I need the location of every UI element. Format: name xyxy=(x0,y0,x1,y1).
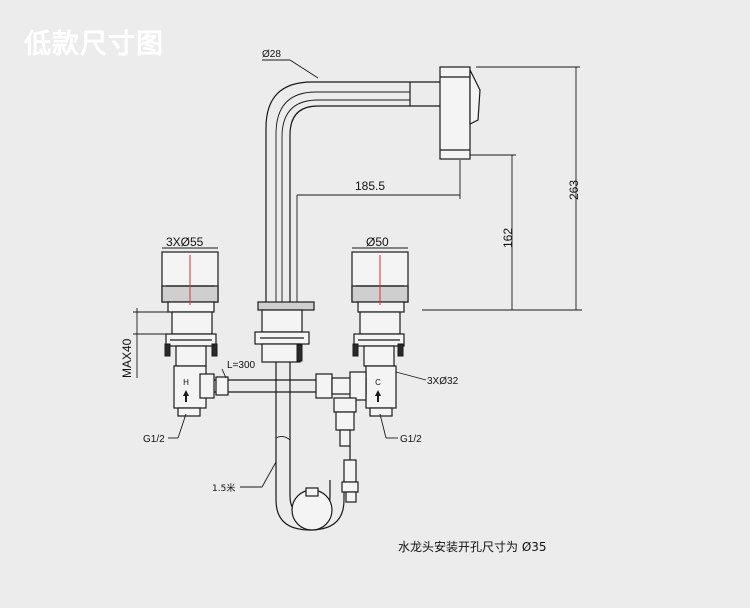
cold-mark: C xyxy=(375,378,381,387)
page-title: 低款尺寸图 xyxy=(24,29,164,60)
spout-height-label: 162 xyxy=(501,228,515,248)
hose-length-label: L=300 xyxy=(227,360,256,371)
spout xyxy=(254,66,481,363)
handle-diameter-left-label: 3XØ55 xyxy=(166,235,204,249)
thread-left-label: G1/2 xyxy=(143,434,165,445)
thread-right-label: G1/2 xyxy=(400,434,422,445)
hot-arrow-icon xyxy=(183,390,189,402)
handle-diameter-right-label: Ø50 xyxy=(366,235,389,249)
hot-cold-markers: H C xyxy=(183,378,381,402)
hot-mark: H xyxy=(183,378,189,387)
spout-diameter-label: Ø28 xyxy=(262,49,281,60)
handle-right xyxy=(351,251,409,417)
spout-reach-label: 185.5 xyxy=(355,179,385,193)
shank-diameter-label: 3XØ32 xyxy=(427,376,459,387)
max-deck-label: MAX40 xyxy=(120,338,134,378)
dimension-lines xyxy=(133,59,582,488)
handle-left xyxy=(161,251,219,417)
total-height-label: 263 xyxy=(567,180,581,200)
connecting-hoses xyxy=(199,362,367,531)
cold-arrow-icon xyxy=(375,390,381,402)
pullout-hose-label: 1.5米 xyxy=(212,482,235,494)
install-note: 水龙头安装开孔尺寸为 Ø35 xyxy=(398,539,547,554)
